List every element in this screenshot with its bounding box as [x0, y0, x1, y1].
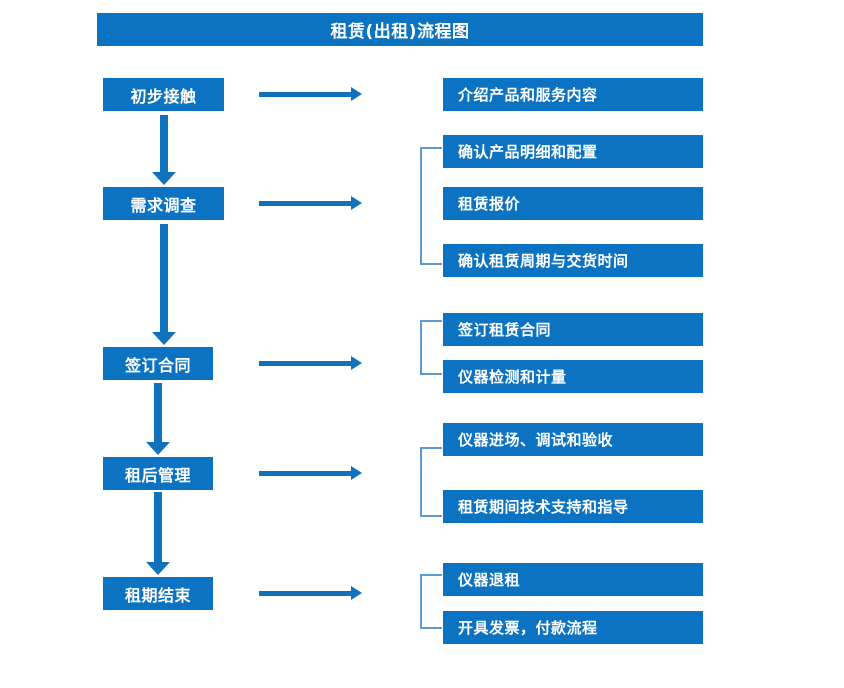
- vertical-arrow-4: [146, 492, 170, 575]
- detail-box-7[interactable]: 仪器进场、调试和验收: [443, 423, 703, 456]
- detail-box-5[interactable]: 签订租赁合同: [443, 313, 703, 346]
- stage-box-4[interactable]: 租后管理: [103, 457, 213, 490]
- detail-box-3[interactable]: 租赁报价: [443, 187, 703, 220]
- group-bracket-2: [420, 320, 442, 375]
- horizontal-arrow-1: [259, 87, 362, 101]
- vertical-arrow-1: [152, 115, 176, 185]
- stage-box-1[interactable]: 初步接触: [103, 78, 224, 111]
- stage-box-2[interactable]: 需求调查: [103, 187, 224, 220]
- detail-box-10[interactable]: 开具发票，付款流程: [443, 611, 703, 644]
- group-bracket-3: [420, 447, 442, 517]
- group-bracket-4: [420, 574, 442, 629]
- horizontal-arrow-2: [259, 196, 362, 210]
- horizontal-arrow-3: [259, 356, 362, 370]
- group-bracket-1: [420, 147, 442, 265]
- detail-box-1[interactable]: 介绍产品和服务内容: [443, 78, 703, 111]
- stage-box-3[interactable]: 签订合同: [103, 347, 213, 380]
- stage-box-5[interactable]: 租期结束: [103, 577, 213, 610]
- horizontal-arrow-5: [259, 586, 362, 600]
- detail-box-4[interactable]: 确认租赁周期与交货时间: [443, 244, 703, 277]
- flowchart-title: 租赁(出租)流程图: [97, 13, 703, 46]
- vertical-arrow-2: [152, 224, 176, 345]
- vertical-arrow-3: [146, 383, 170, 455]
- detail-box-6[interactable]: 仪器检测和计量: [443, 360, 703, 393]
- detail-box-9[interactable]: 仪器退租: [443, 563, 703, 596]
- detail-box-8[interactable]: 租赁期间技术支持和指导: [443, 490, 703, 523]
- detail-box-2[interactable]: 确认产品明细和配置: [443, 135, 703, 168]
- horizontal-arrow-4: [259, 466, 362, 480]
